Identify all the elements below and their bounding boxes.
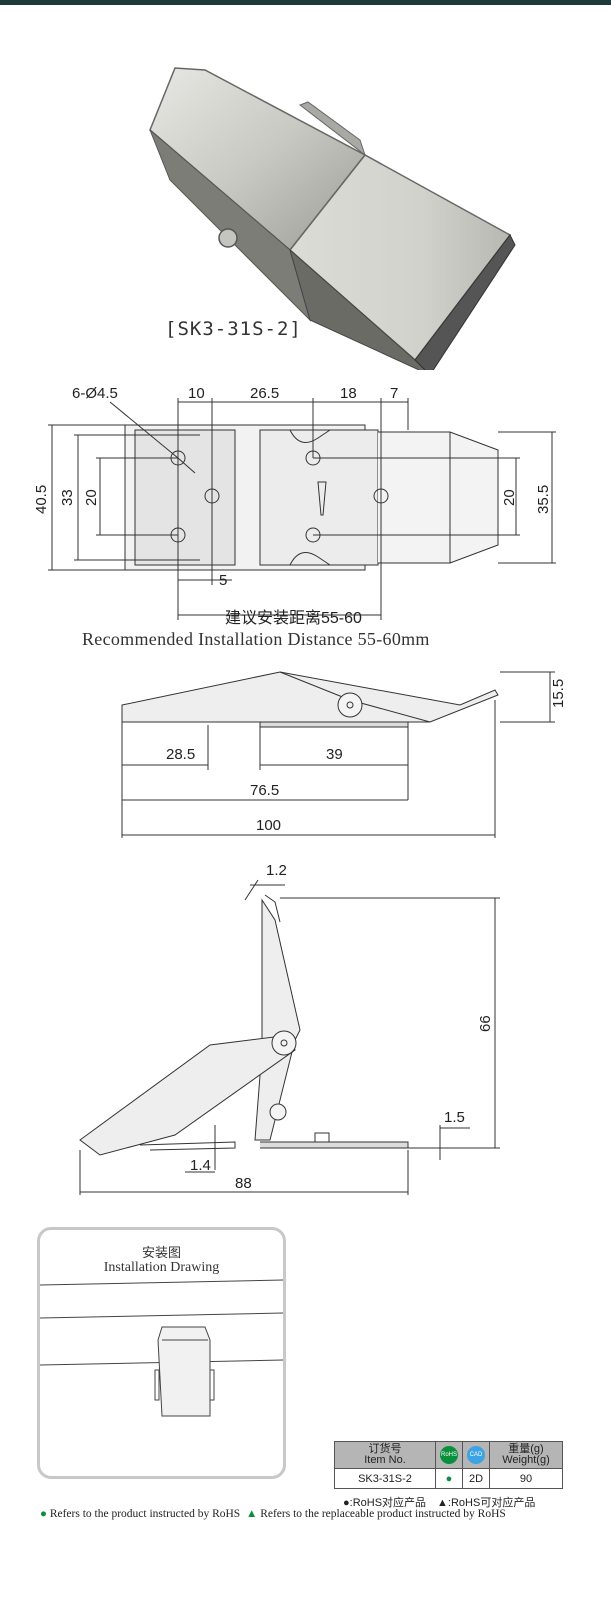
dim-35-5: 35.5	[535, 485, 552, 514]
top-view-dimensions: 6-Ø4.5 10 26.5 18 7 40.5 33 20 20 35.5 5	[33, 385, 552, 589]
dim-39: 39	[326, 746, 343, 763]
col-item-zh: 订货号	[368, 1443, 402, 1455]
top-view-drawing	[48, 398, 556, 620]
rohs-dot-icon: ●	[40, 1508, 47, 1520]
side-view-drawing: 15.5 28.5 39 76.5 100	[121, 671, 567, 838]
dim-66: 66	[477, 1015, 494, 1032]
open-view-drawing: 1.2 66 1.5 1.4 88	[79, 862, 500, 1195]
rohs-icon: RoHS	[440, 1446, 458, 1464]
installation-drawing-panel: 安装图 Installation Drawing	[37, 1227, 286, 1479]
dim-15-5: 15.5	[550, 679, 567, 708]
dim-18: 18	[340, 385, 357, 402]
installation-title-zh: 安装图	[141, 1245, 181, 1260]
installation-title-en: Installation Drawing	[103, 1260, 220, 1275]
dim-76-5: 76.5	[250, 782, 279, 799]
dim-7: 7	[390, 385, 398, 402]
dim-10: 10	[188, 385, 205, 402]
dim-88: 88	[235, 1175, 252, 1192]
cad-icon: CAD	[467, 1446, 485, 1464]
dim-1-5: 1.5	[444, 1109, 465, 1126]
footer-replace: Refers to the replaceable product instru…	[260, 1508, 506, 1520]
row-weight: 90	[489, 1468, 563, 1489]
dim-100: 100	[256, 817, 281, 834]
dim-20-left: 20	[83, 489, 100, 506]
install-distance-en: Recommended Installation Distance 55-60m…	[82, 629, 430, 649]
dim-33: 33	[59, 489, 76, 506]
row-cad: 2D	[462, 1468, 490, 1489]
dim-holes: 6-Ø4.5	[72, 385, 118, 402]
top-accent-bar	[0, 0, 611, 5]
dim-1-4: 1.4	[190, 1157, 211, 1174]
installation-sketch	[40, 1279, 283, 1417]
dim-1-2: 1.2	[266, 862, 287, 879]
col-item-en: Item No.	[364, 1454, 406, 1466]
col-weight-en: Weight(g)	[502, 1454, 550, 1466]
product-model-caption: [SK3-31S-2]	[165, 318, 302, 340]
col-weight-zh: 重量(g)	[508, 1443, 544, 1455]
footer-rohs: Refers to the product instructed by RoHS	[49, 1508, 241, 1520]
dim-26-5: 26.5	[250, 385, 279, 402]
rohs-legend: ●:RoHS对应产品 ▲:RoHS可对应产品	[343, 1497, 536, 1509]
install-distance-zh: 建议安装距离55-60	[225, 610, 362, 627]
dim-20-right: 20	[501, 489, 518, 506]
row-rohs: ●	[435, 1468, 463, 1489]
product-photo	[149, 67, 516, 370]
dim-28-5: 28.5	[166, 746, 195, 763]
replace-triangle-icon: ▲	[245, 1508, 258, 1520]
row-item: SK3-31S-2	[334, 1468, 436, 1489]
dim-40-5: 40.5	[33, 485, 50, 514]
footer-note: ● Refers to the product instructed by Ro…	[40, 1508, 506, 1520]
dim-5: 5	[219, 572, 227, 589]
